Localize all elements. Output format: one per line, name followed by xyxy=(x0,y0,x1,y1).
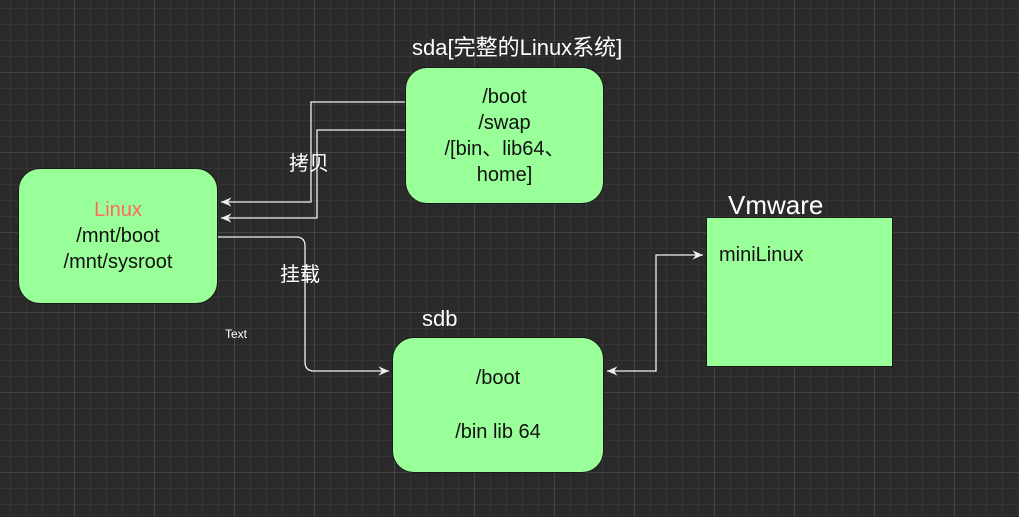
sda-node[interactable]: /boot /swap /[bin、lib64、 home] xyxy=(405,67,604,204)
sdb-title: sdb xyxy=(422,306,458,331)
copy-edge-label: 拷贝 xyxy=(289,153,329,175)
sda-node-bin-lib64: /[bin、lib64、 xyxy=(444,137,565,160)
sda-node-home: home] xyxy=(476,163,533,186)
copy-edge-lower xyxy=(221,129,405,223)
sdb-node-boot: /boot xyxy=(475,367,521,389)
copy-edge-upper xyxy=(221,101,405,207)
sdb-node-bin-lib64: /bin lib 64 xyxy=(455,421,541,443)
mount-edge xyxy=(218,236,389,376)
sdb-vmware-edge xyxy=(607,250,703,376)
linux-node[interactable]: Linux /mnt/boot /mnt/sysroot xyxy=(18,168,218,304)
sdb-node[interactable]: /boot /bin lib 64 xyxy=(392,337,604,473)
sda-node-boot: /boot xyxy=(482,85,527,108)
sda-title: sda[完整的Linux系统] xyxy=(412,35,623,60)
sda-node-swap: /swap xyxy=(478,111,531,134)
vmware-node[interactable]: miniLinux xyxy=(706,217,893,367)
vmware-node-minilinux: miniLinux xyxy=(719,244,804,266)
mount-edge-label: 挂载 xyxy=(280,264,320,286)
linux-node-mnt-sysroot: /mnt/sysroot xyxy=(63,251,173,273)
linux-node-mnt-boot: /mnt/boot xyxy=(76,225,160,247)
vmware-title: Vmware xyxy=(728,190,824,220)
text-label: Text xyxy=(225,327,248,341)
linux-node-name: Linux xyxy=(94,199,142,221)
